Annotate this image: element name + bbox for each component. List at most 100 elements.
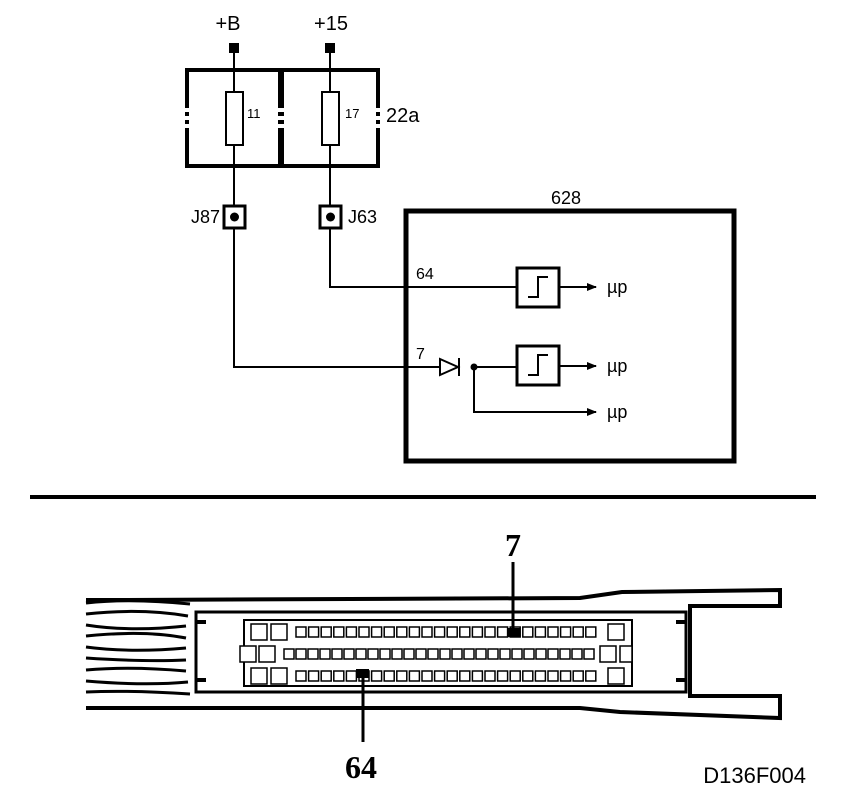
connector-pin xyxy=(283,648,295,660)
terminal-plus-15 xyxy=(325,43,335,53)
connector-pin xyxy=(295,670,307,682)
connector-pin xyxy=(471,626,484,638)
connector-pin xyxy=(403,648,415,660)
terminal-plus-b xyxy=(229,43,239,53)
connector-pin xyxy=(295,648,307,660)
connector-pin xyxy=(559,648,571,660)
connector-j87-label: J87 xyxy=(191,207,220,227)
junction-dot xyxy=(470,363,478,371)
diode-symbol xyxy=(439,357,461,377)
pin-64-marker xyxy=(356,669,369,678)
connector-pin xyxy=(343,648,355,660)
connector-pin xyxy=(547,670,559,682)
connector-pin xyxy=(459,626,471,638)
ecu-pin-7-label: 7 xyxy=(416,346,425,363)
figure-code: D136F004 xyxy=(703,763,806,788)
connector-pin xyxy=(534,670,547,682)
connector-pin xyxy=(307,648,319,660)
connector-pin xyxy=(320,626,332,638)
connector-pin xyxy=(547,626,559,638)
connector-pin xyxy=(258,645,276,663)
connector-pin xyxy=(345,626,358,638)
supply-label-plus-b: +B xyxy=(215,13,240,35)
connector-pin xyxy=(408,626,421,638)
connector-pin xyxy=(421,670,433,682)
connector-pin xyxy=(522,626,534,638)
connector-pin xyxy=(496,626,509,638)
connector-pin xyxy=(370,626,383,638)
connector-pin xyxy=(534,626,547,638)
connector-pin xyxy=(484,626,496,638)
fuse-box xyxy=(184,68,381,168)
connector-pin xyxy=(446,626,458,638)
connector-pin xyxy=(511,648,523,660)
connector-pin xyxy=(499,648,511,660)
connector-pin xyxy=(396,626,408,638)
connector-pin xyxy=(496,670,509,682)
connector-pin xyxy=(487,648,499,660)
connector-pin xyxy=(547,648,559,660)
fuse-11-label: 11 xyxy=(247,106,261,121)
callout-label-pin-64: 64 xyxy=(345,749,377,785)
connector-pin xyxy=(484,670,496,682)
output-3-label: µp xyxy=(607,402,627,422)
connector-pin xyxy=(270,623,288,641)
ecu-628-box xyxy=(403,208,737,464)
connector-pin xyxy=(270,667,288,685)
connector-pin-grid xyxy=(239,623,633,685)
connector-pin xyxy=(333,670,345,682)
connector-housing xyxy=(86,587,782,721)
output-2-label: µp xyxy=(607,356,627,376)
connector-pin xyxy=(319,648,331,660)
ecu-pin-64-label: 64 xyxy=(416,266,434,283)
connector-pin xyxy=(599,645,617,663)
connector-pin xyxy=(439,648,451,660)
connector-pin xyxy=(295,626,307,638)
connector-pin xyxy=(463,648,475,660)
connector-pin xyxy=(509,670,521,682)
connector-pin xyxy=(559,626,572,638)
wires xyxy=(233,53,578,413)
connector-j87 xyxy=(222,204,247,230)
connector-pin xyxy=(585,626,597,638)
connector-pin xyxy=(358,626,370,638)
fuse-box-ref-label: 22a xyxy=(386,105,420,127)
connector-pin xyxy=(471,670,484,682)
connector-j63 xyxy=(318,204,343,230)
connector-pin xyxy=(607,667,625,685)
connector-pin xyxy=(427,648,439,660)
connector-pin xyxy=(535,648,547,660)
connector-pin xyxy=(571,648,583,660)
connector-pin xyxy=(433,626,446,638)
connector-pin xyxy=(572,626,584,638)
connector-pin xyxy=(572,670,584,682)
callout-label-pin-7: 7 xyxy=(505,527,521,563)
fuse-17 xyxy=(321,91,340,146)
connector-pin xyxy=(367,648,379,660)
connector-pin xyxy=(307,626,320,638)
connector-pin xyxy=(619,645,633,663)
connector-pin xyxy=(583,648,595,660)
connector-pin xyxy=(250,667,268,685)
connector-pin xyxy=(379,648,391,660)
connector-pin xyxy=(383,626,395,638)
connector-pin xyxy=(383,670,395,682)
ecu-id-label: 628 xyxy=(551,188,581,208)
connector-pin xyxy=(250,623,268,641)
connector-pin xyxy=(475,648,487,660)
connector-pin xyxy=(585,670,597,682)
signal-conditioner-lower xyxy=(515,344,561,387)
connector-pin xyxy=(396,670,408,682)
connector-pin xyxy=(331,648,343,660)
connector-pin xyxy=(522,670,534,682)
output-1-label: µp xyxy=(607,277,627,297)
connector-pin xyxy=(433,670,446,682)
connector-pin xyxy=(391,648,403,660)
connector-pin xyxy=(421,626,433,638)
connector-pin xyxy=(607,623,625,641)
signal-conditioner-upper xyxy=(515,266,561,309)
connector-pin xyxy=(446,670,458,682)
connector-pin xyxy=(239,645,257,663)
supply-label-plus-15: +15 xyxy=(314,13,348,35)
